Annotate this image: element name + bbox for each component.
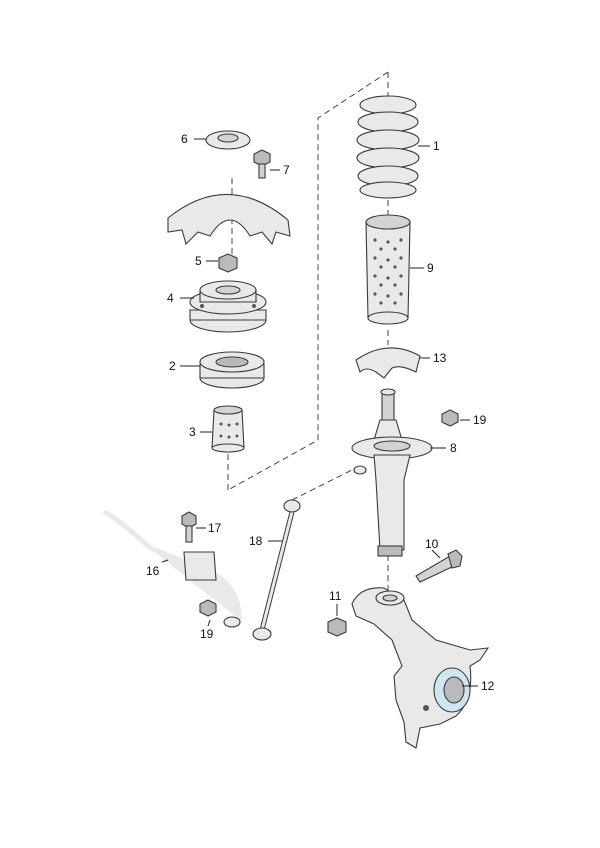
strut-bearing: [199, 351, 265, 389]
callout-2: 2: [169, 359, 176, 373]
wheel-bearing-housing: [351, 587, 490, 749]
callout-1: 1: [433, 139, 440, 153]
spring-pad: [355, 347, 421, 379]
hex-nut-11: [327, 617, 347, 637]
callout-17: 17: [208, 521, 222, 535]
assembly-guide-lines: [227, 71, 389, 590]
coupling-rod: [252, 499, 301, 641]
shock-absorber: [351, 388, 433, 557]
callout-19-right: 19: [473, 413, 487, 427]
callout-7: 7: [283, 163, 290, 177]
callout-9: 9: [427, 261, 434, 275]
callout-3: 3: [189, 425, 196, 439]
protective-sleeve: [365, 214, 411, 325]
callout-16: 16: [146, 564, 160, 578]
coil-spring: [356, 95, 420, 199]
bolt-10: [415, 549, 463, 583]
callout-13: 13: [433, 351, 447, 365]
callout-12: 12: [481, 679, 495, 693]
hex-nut-upper-right: [441, 409, 459, 427]
callout-11: 11: [329, 589, 342, 603]
buffer-bump-stop: [211, 405, 245, 453]
strut-mount: [189, 280, 267, 333]
hex-nut-lower-left: [199, 599, 217, 617]
bolt-7: [253, 149, 271, 179]
callout-labels: 1 9 13 8 19 6 7 5 4 2 3 17 16 19 18 10 1…: [146, 132, 495, 693]
cover-shield: [167, 193, 291, 246]
callout-18: 18: [249, 534, 263, 548]
callout-4: 4: [167, 291, 174, 305]
anti-roll-bar: [102, 509, 243, 628]
callout-19-left: 19: [200, 627, 214, 641]
callout-6: 6: [181, 132, 188, 146]
bolt-17: [181, 511, 197, 543]
cap: [205, 130, 251, 150]
callout-10: 10: [425, 537, 439, 551]
callout-5: 5: [195, 254, 202, 268]
leader-lines: [161, 138, 478, 687]
hex-nut-5: [218, 253, 238, 273]
callout-8: 8: [450, 441, 457, 455]
